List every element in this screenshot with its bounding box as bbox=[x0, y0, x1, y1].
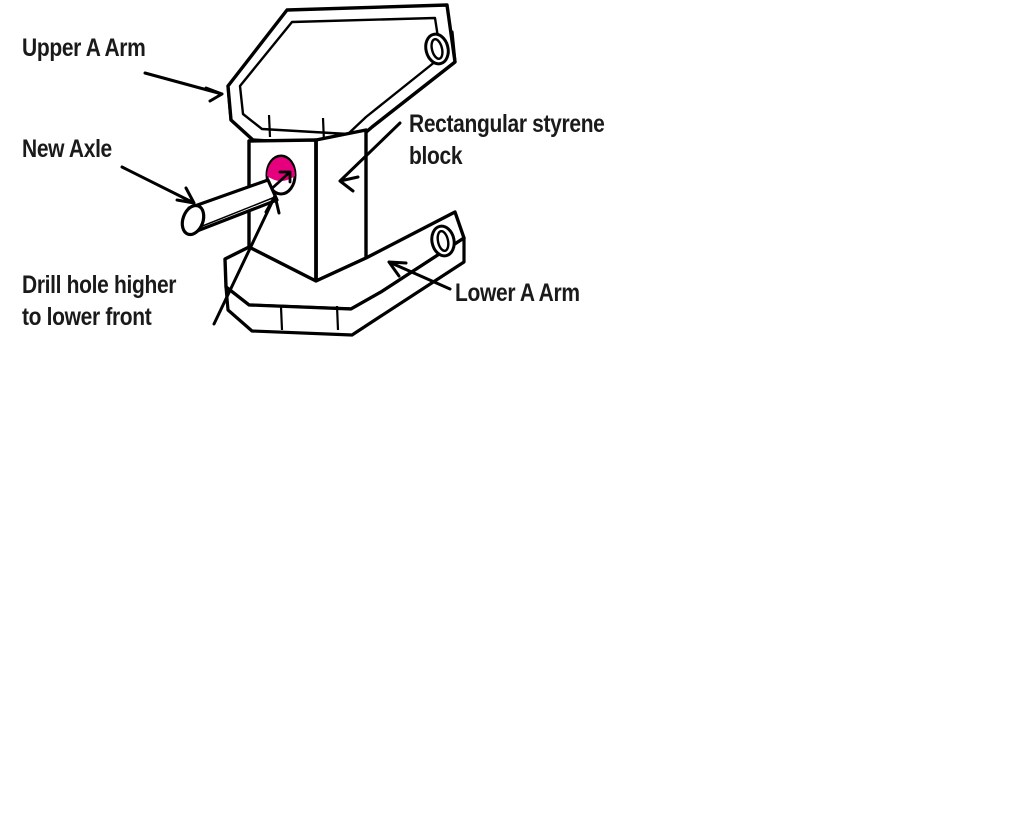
new-axle-leader-arrow-icon bbox=[120, 165, 196, 205]
lower-a-arm-edge-tick-2 bbox=[335, 305, 340, 331]
label-new-axle: New Axle bbox=[22, 135, 112, 163]
label-upper-a-arm: Upper A Arm bbox=[22, 34, 146, 62]
upper-a-arm-bushing-inner-icon bbox=[430, 38, 444, 60]
label-rectangular-styrene-block: Rectangular styrene block bbox=[409, 110, 605, 170]
label-lower-a-arm: Lower A Arm bbox=[455, 279, 580, 307]
upper-a-arm-edge-tick-1 bbox=[267, 114, 272, 138]
rect-block-leader-arrow-icon bbox=[338, 121, 402, 193]
axle-end-cap bbox=[180, 203, 206, 237]
upper-a-arm-leader-arrow-icon bbox=[143, 71, 224, 103]
upper-a-arm-inner-outline bbox=[238, 16, 443, 136]
lower-a-arm-edge-tick-1 bbox=[279, 306, 284, 331]
lower-a-arm-thickness bbox=[224, 236, 466, 337]
lower-a-arm-leader-arrow-icon bbox=[387, 260, 452, 291]
leader-arrows bbox=[120, 71, 452, 326]
label-drill-hole: Drill hole higher to lower front bbox=[22, 271, 177, 331]
lower-a-arm-part bbox=[223, 210, 466, 337]
axle-highlight-line bbox=[199, 196, 276, 228]
drill-hole-leader-arrow-icon bbox=[212, 194, 281, 326]
lower-a-arm-bushing-inner-icon bbox=[436, 229, 450, 253]
styrene-block-side-face bbox=[314, 128, 368, 283]
upper-a-arm-part bbox=[226, 3, 457, 148]
upper-a-arm-top-face bbox=[226, 3, 457, 148]
